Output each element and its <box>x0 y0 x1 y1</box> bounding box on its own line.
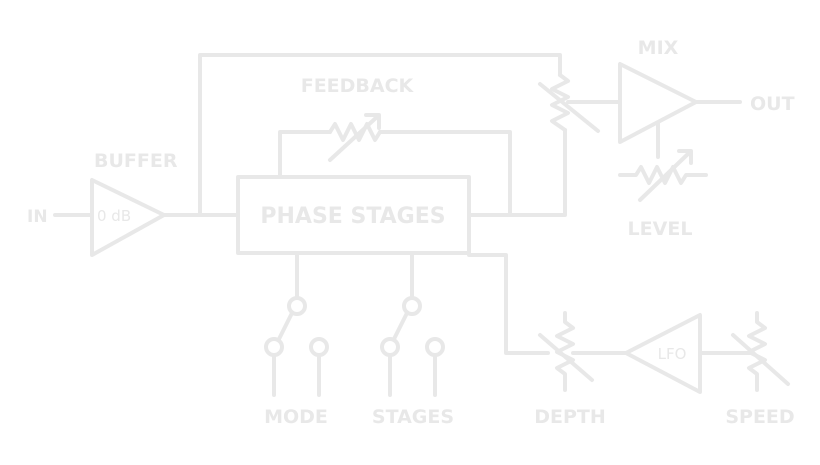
mode-switch-common-contact <box>287 296 307 316</box>
speed-pot-resistor-icon <box>747 311 767 392</box>
level-resistor-icon <box>618 165 708 185</box>
stages-switch-common-contact <box>402 296 422 316</box>
mode-switch-contact-b <box>309 337 329 357</box>
input-label: IN <box>27 207 48 227</box>
feedback-label: FEEDBACK <box>301 75 415 97</box>
mix-pot-arrow-icon <box>538 82 600 133</box>
output-label: OUT <box>750 93 795 115</box>
depth-pot-resistor-icon <box>555 311 575 392</box>
modulation-line <box>467 253 550 355</box>
feedback-pot-arrow-icon <box>328 114 380 162</box>
feedback-resistor-icon <box>328 122 382 142</box>
stages-label: STAGES <box>372 406 454 428</box>
feedback-left-line <box>278 130 332 179</box>
mode-switch-lever <box>275 311 294 345</box>
level-pot-arrow-icon <box>638 150 692 202</box>
level-pot-arrowhead-icon <box>677 149 693 165</box>
mode-label: MODE <box>264 406 328 428</box>
wet-to-mix-line <box>467 128 567 217</box>
buffer-gain-label: 0 dB <box>97 207 131 225</box>
stages-switch-contact-a <box>380 337 400 357</box>
mode-switch-contact-a <box>264 337 284 357</box>
dry-path-line <box>198 53 562 217</box>
depth-label: DEPTH <box>534 406 606 428</box>
level-label: LEVEL <box>628 218 693 240</box>
depth-pot-arrow-icon <box>538 333 594 382</box>
mix-label: MIX <box>638 37 679 59</box>
stages-switch-contact-b <box>425 337 445 357</box>
lfo-label: LFO <box>658 345 687 363</box>
stages-switch-lever <box>390 311 409 345</box>
speed-label: SPEED <box>725 406 794 428</box>
buffer-amp-triangle <box>90 178 166 257</box>
speed-pot-arrow-icon <box>731 333 790 386</box>
feedback-pot-arrowhead-icon <box>364 113 381 130</box>
phase-stages-label: PHASE STAGES <box>260 204 445 229</box>
buffer-label: BUFFER <box>94 150 178 172</box>
